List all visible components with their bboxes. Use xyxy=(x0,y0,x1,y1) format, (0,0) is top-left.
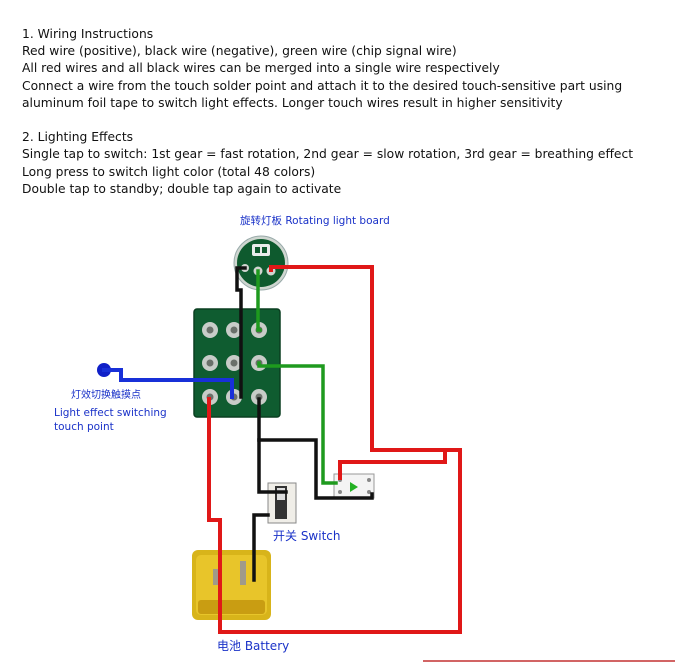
touch-point-label-en-2: touch point xyxy=(54,421,114,433)
battery xyxy=(192,550,271,620)
green-wire-chip xyxy=(257,361,338,485)
blue-touch-wire xyxy=(102,368,234,399)
section2-heading: 2. Lighting Effects xyxy=(22,130,134,145)
black-wire-battery xyxy=(252,513,270,582)
rotating-light-board xyxy=(233,235,289,291)
section1-line-1: Red wire (positive), black wire (negativ… xyxy=(22,44,457,59)
black-wire-chip xyxy=(257,438,374,500)
rotating-board-label: 旋转灯板 Rotating light board xyxy=(240,214,390,227)
red-wire-main xyxy=(207,265,462,634)
section1-line-3: Connect a wire from the touch solder poi… xyxy=(22,78,623,93)
section2-line-2: Long press to switch light color (total … xyxy=(22,164,316,179)
wires xyxy=(102,265,462,634)
controller-pcb xyxy=(193,308,281,418)
section1-line-2: All red wires and all black wires can be… xyxy=(22,61,500,76)
section1-line-4: aluminum foil tape to switch light effec… xyxy=(22,95,563,110)
section2-line-1: Single tap to switch: 1st gear = fast ro… xyxy=(22,147,634,162)
black-wire-switch xyxy=(257,397,288,494)
wiring-instructions: 1. Wiring Instructions Red wire (positiv… xyxy=(22,26,672,198)
red-wire-chip xyxy=(338,448,447,480)
black-wire-board xyxy=(235,266,247,399)
touch-point-label-cn: 灯效切换触摸点 xyxy=(71,388,141,401)
slide-switch xyxy=(267,482,297,524)
green-wire-board xyxy=(256,269,262,332)
section2-line-3: Double tap to standby; double tap again … xyxy=(22,181,342,196)
switch-label: 开关 Switch xyxy=(273,529,341,543)
battery-label: 电池 Battery xyxy=(217,639,289,653)
touch-point-label-en-1: Light effect switching xyxy=(54,407,167,419)
section1-heading: 1. Wiring Instructions xyxy=(22,27,154,41)
